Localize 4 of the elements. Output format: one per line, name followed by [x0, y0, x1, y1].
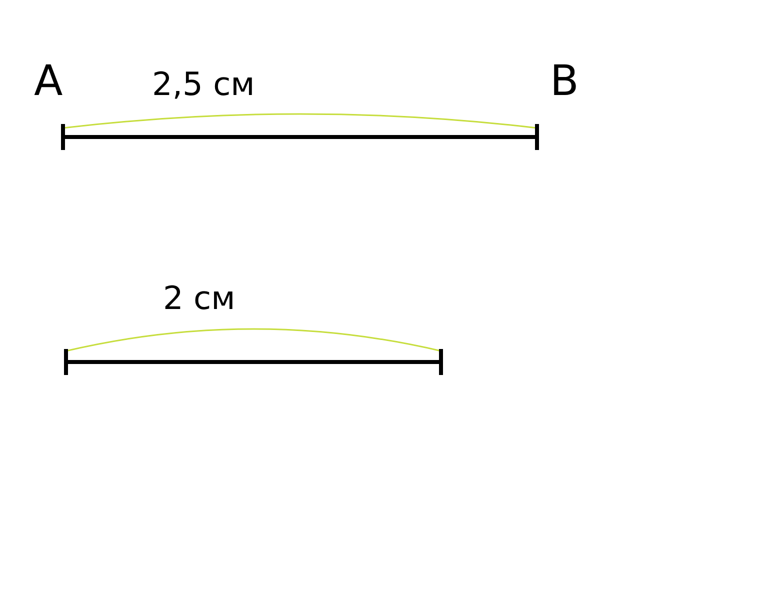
- point-label: A: [34, 60, 63, 102]
- dimension-label: 2 см: [163, 282, 236, 314]
- dimension-label: 2,5 см: [152, 68, 255, 100]
- point-label: B: [550, 60, 579, 102]
